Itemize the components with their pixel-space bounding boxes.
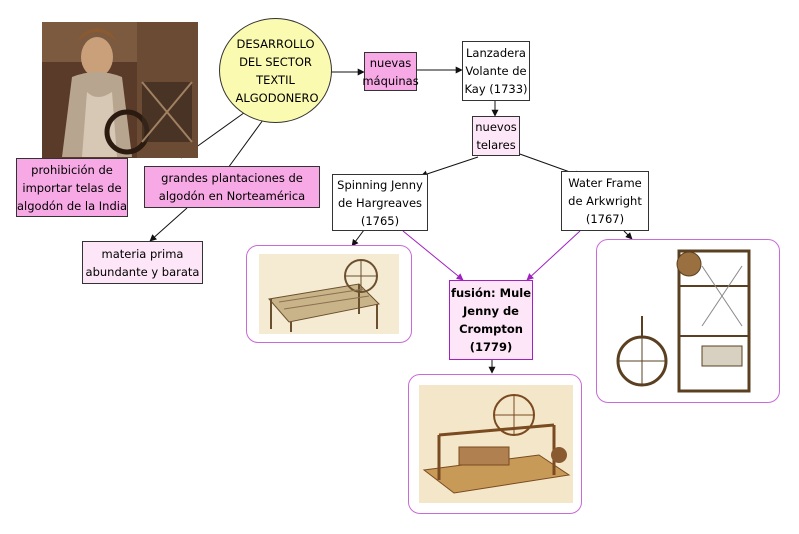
node-spinning-jenny: Spinning Jenny de Hargreaves (1765)	[332, 174, 428, 231]
node-plantaciones: grandes plantaciones de algodón en Norte…	[144, 166, 320, 208]
node-prohibicion: prohibición de importar telas de algodón…	[16, 158, 128, 217]
node-label: materia prima abundante y barata	[85, 246, 200, 279]
line-center-to-plantaciones	[227, 119, 264, 169]
node-nuevos-telares: nuevos telares	[472, 116, 520, 156]
node-label: nuevos telares	[475, 120, 517, 152]
arrow-spinning-to-photo	[351, 229, 365, 247]
node-label: Spinning Jenny de Hargreaves (1765)	[337, 177, 423, 228]
central-topic: DESARROLLO DEL SECTOR TEXTIL ALGODONERO	[219, 18, 332, 123]
mule-jenny-illustration	[419, 385, 573, 503]
node-label: grandes plantaciones de algodón en Norte…	[158, 171, 306, 203]
arrow-plantaciones-to-materia	[149, 207, 188, 242]
node-nuevas-maquinas: nuevas máquinas	[362, 52, 419, 91]
water-frame-illustration	[607, 246, 767, 396]
node-label: fusión: Mule Jenny de Crompton (1779)	[450, 286, 532, 354]
node-materia-prima: materia prima abundante y barata	[82, 241, 203, 284]
woman-at-loom-painting	[42, 22, 198, 158]
spinning-jenny-image-frame	[246, 245, 412, 343]
node-label: Water Frame de Arkwright (1767)	[568, 176, 642, 226]
node-water-frame: Water Frame de Arkwright (1767)	[561, 171, 649, 231]
mule-jenny-image-frame	[408, 374, 582, 514]
arrow-waterframe-to-photo	[623, 230, 633, 240]
arrow-waterframe-to-mule	[526, 230, 581, 281]
node-label: nuevas máquinas	[362, 55, 419, 88]
arrow-telares-to-spinning	[420, 156, 479, 178]
node-mule-jenny: fusión: Mule Jenny de Crompton (1779)	[449, 280, 533, 360]
node-label: prohibición de importar telas de algodón…	[17, 162, 128, 213]
node-lanzadera: Lanzadera Volante de Kay (1733)	[462, 41, 530, 101]
spinning-jenny-illustration	[259, 254, 399, 334]
water-frame-image-frame	[596, 239, 780, 403]
central-topic-label: DESARROLLO DEL SECTOR TEXTIL ALGODONERO	[235, 36, 319, 105]
arrow-spinning-to-mule	[402, 230, 464, 281]
node-label: Lanzadera Volante de Kay (1733)	[464, 46, 528, 96]
